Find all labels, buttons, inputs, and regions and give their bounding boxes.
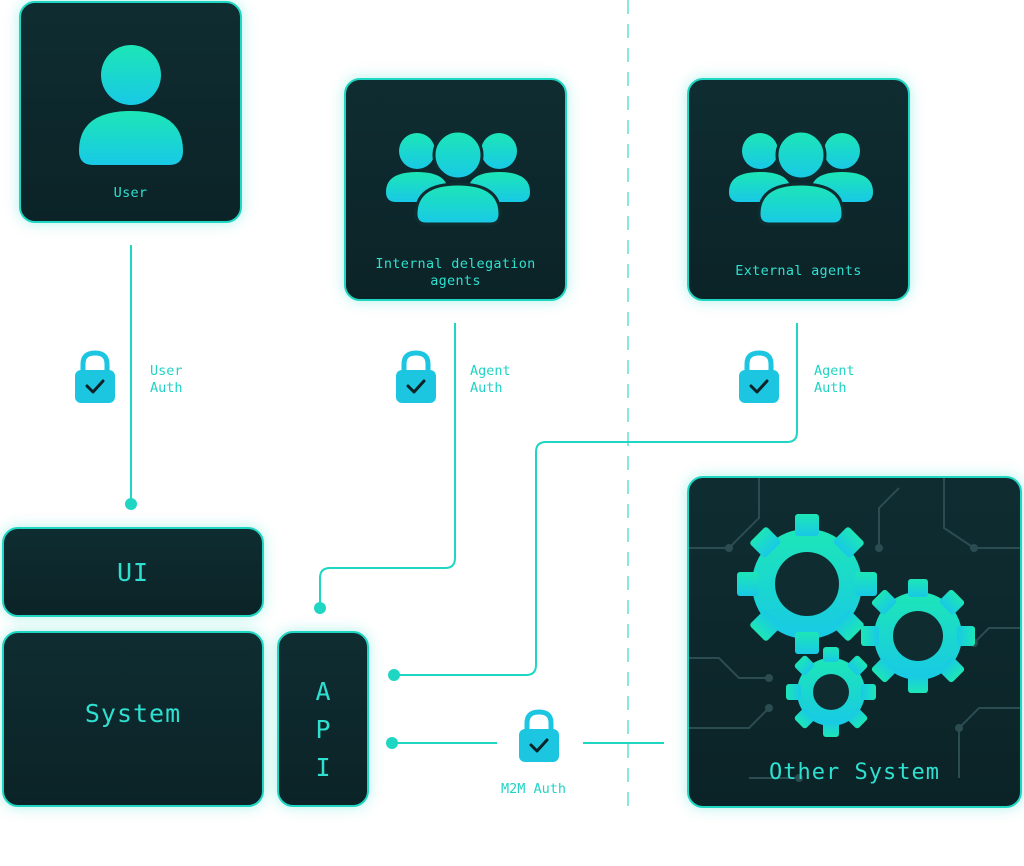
user-icon xyxy=(79,45,183,165)
user-ui-dot xyxy=(125,498,137,510)
agent-auth-external-label: Agent Auth xyxy=(814,363,855,396)
internal-api-dot xyxy=(314,602,326,614)
lock-icon xyxy=(75,350,115,403)
system-label: System xyxy=(84,699,182,728)
ui-label: UI xyxy=(116,558,150,587)
internal-agents-label: Internal delegation agents xyxy=(375,256,536,289)
api-letter-a: A xyxy=(315,677,331,706)
external-agents-label: External agents xyxy=(735,263,862,279)
group-icon xyxy=(729,130,873,226)
user-node[interactable]: User xyxy=(19,1,242,223)
m2m-dot xyxy=(386,737,398,749)
agent-auth-internal-label: Agent Auth xyxy=(470,363,511,396)
user-auth-label: User Auth xyxy=(150,363,183,396)
ui-node[interactable]: UI xyxy=(2,527,264,617)
lock-icon xyxy=(519,709,559,762)
group-icon xyxy=(386,130,530,226)
api-letter-p: P xyxy=(315,715,331,744)
gears-icon xyxy=(737,514,975,737)
external-api-dot xyxy=(388,669,400,681)
user-label: User xyxy=(113,185,148,201)
external-api-wire xyxy=(398,323,798,676)
m2m-auth-label: M2M Auth xyxy=(501,781,567,797)
external-agents-node[interactable]: External agents xyxy=(687,78,910,301)
other-system-label: Other System xyxy=(769,760,940,785)
system-node[interactable]: System xyxy=(2,631,264,807)
other-system-node[interactable]: Other System xyxy=(687,476,1022,808)
lock-icon xyxy=(396,350,436,403)
api-label: A P I xyxy=(279,673,367,787)
api-letter-i: I xyxy=(315,753,331,782)
circuit-background xyxy=(689,478,1020,782)
lock-icon xyxy=(739,350,779,403)
internal-api-wire xyxy=(319,323,456,604)
api-node[interactable]: A P I xyxy=(277,631,369,807)
internal-agents-node[interactable]: Internal delegation agents xyxy=(344,78,567,301)
